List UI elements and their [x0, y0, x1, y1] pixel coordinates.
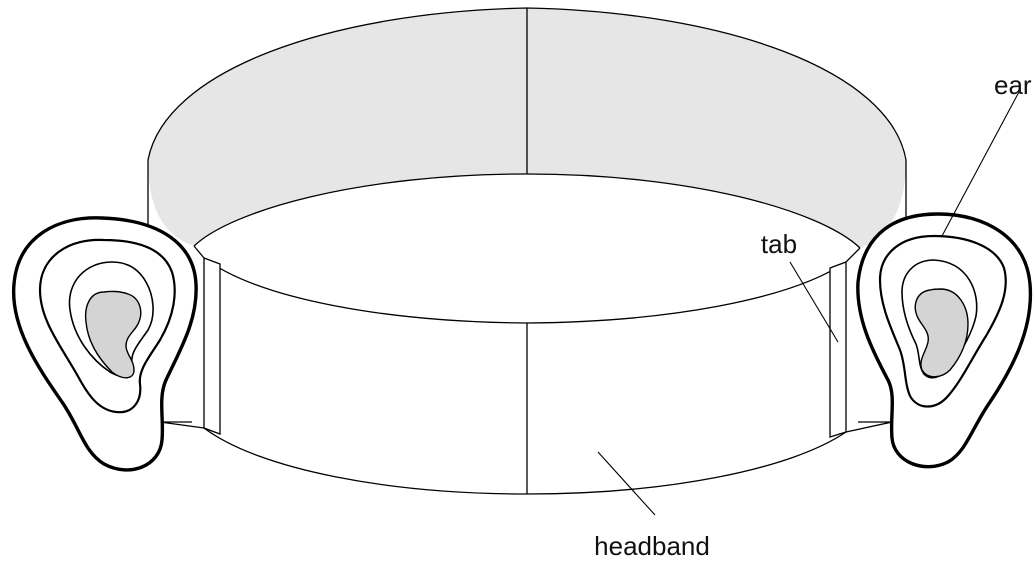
left-ear-canal: [84, 290, 142, 379]
tab-label: tab: [761, 229, 797, 259]
headband-opening-rim: [193, 173, 861, 249]
headband-label: headband: [594, 531, 710, 561]
ear-label: ear: [994, 70, 1032, 100]
right-ear-helix: [878, 234, 1007, 408]
tab-left: [203, 257, 221, 435]
right-ear-antihelix: [901, 259, 978, 379]
right-ear: [856, 212, 1033, 469]
tab-right: [829, 261, 847, 438]
left-ear: [11, 216, 198, 472]
right-ear-canal: [914, 288, 969, 378]
headband-front: [204, 258, 846, 494]
tab-leader-line: [789, 261, 839, 343]
left-ear-helix: [38, 238, 176, 414]
ear-leader-line: [941, 89, 1021, 237]
headband-leader-line: [597, 451, 656, 516]
